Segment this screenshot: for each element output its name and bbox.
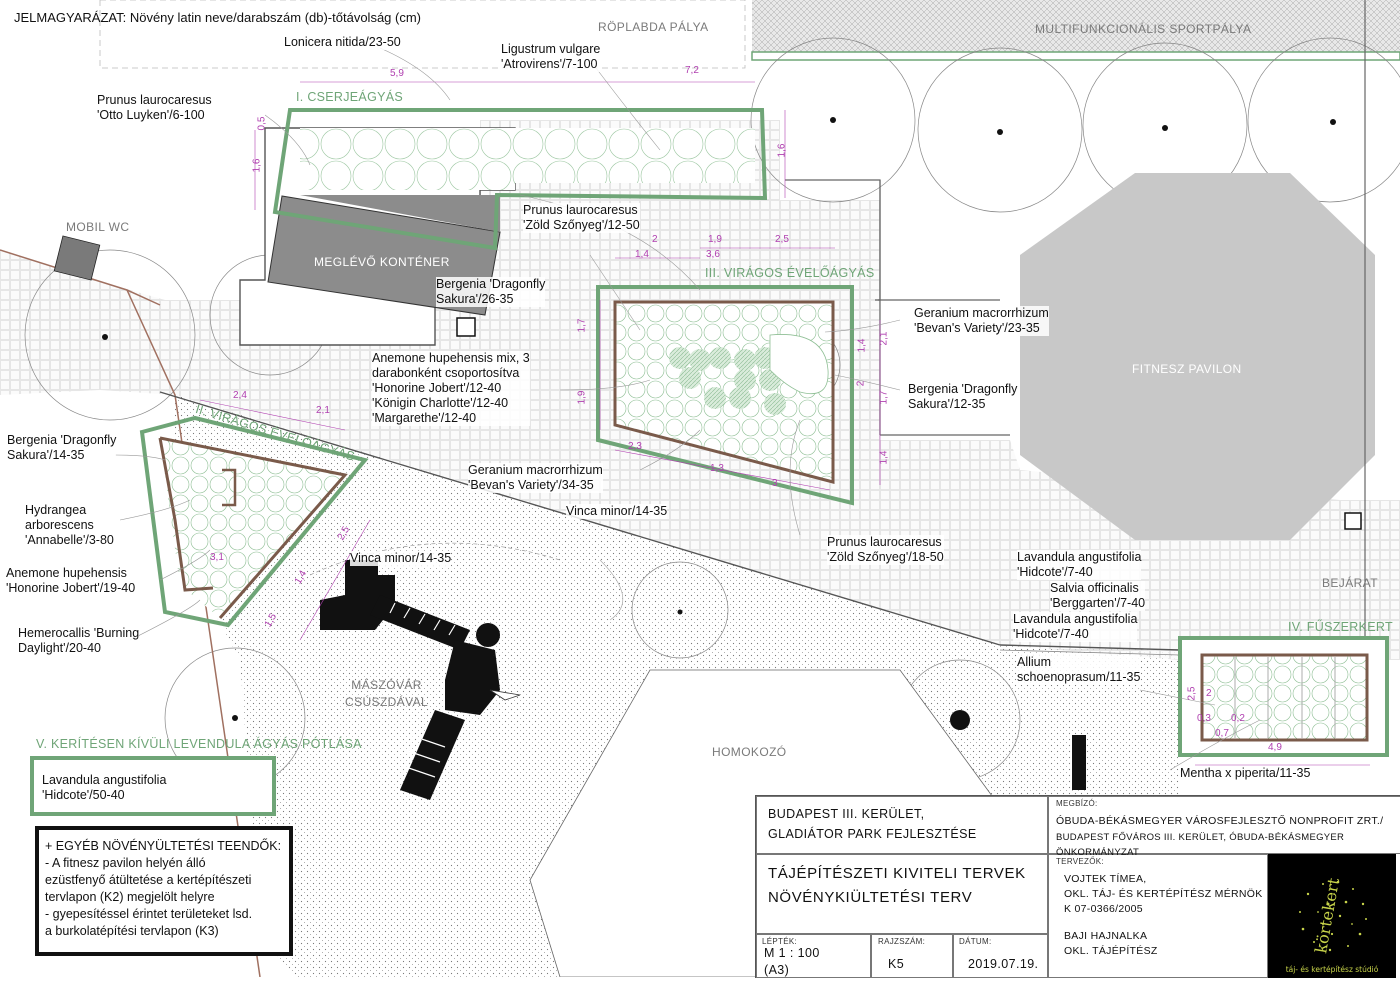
plant-label-anemone-19: Anemone hupehensis 'Honorine Jobert'/19-…	[6, 566, 136, 596]
dim: 1,9	[576, 390, 588, 405]
dim: 1,7	[576, 318, 588, 333]
volleyball-court	[99, 0, 746, 69]
plant-label-bergenia-26: Bergenia 'Dragonfly Sakura'/26-35	[436, 277, 546, 307]
dim: 3,1	[210, 552, 224, 563]
mobile-wc	[53, 235, 101, 281]
dim: 2,1	[316, 405, 330, 416]
tb-project: BUDAPEST III. KERÜLET, GLADIÁTOR PARK FE…	[768, 807, 977, 841]
tb-date-label: DÁTUM:	[959, 937, 992, 946]
plant-label-ligustrum: Ligustrum vulgare 'Atrovirens'/7-100	[501, 42, 601, 72]
plant-label-bergenia-12: Bergenia 'Dragonfly Sakura'/12-35	[908, 382, 1018, 412]
other-tasks-title: + EGYÉB NÖVÉNYÜLTETÉSI TEENDŐK:	[45, 839, 282, 853]
dim: 0,5	[256, 116, 268, 131]
dim: 4,9	[1268, 742, 1282, 753]
dim: 2,5	[1186, 686, 1198, 701]
logo-subtext: táj- és kertépítész stúdió	[1286, 965, 1379, 974]
area-volleyball: RÖPLABDA PÁLYA	[598, 20, 709, 34]
legend: JELMAGYARÁZAT: Növény latin neve/darabsz…	[14, 10, 421, 25]
plant-label-lonicera: Lonicera nitida/23-50	[284, 35, 401, 50]
bed-1-planting	[300, 128, 755, 183]
tb-scale-label: LÉPTÉK:	[762, 937, 798, 946]
plant-label-vinca-a: Vinca minor/14-35	[566, 504, 668, 519]
area-climbing: MÁSZÓVÁR CSÚSZDÁVAL	[345, 678, 429, 709]
dim: 2	[1206, 688, 1212, 699]
plant-label-lavandula-b: Lavandula angustifolia 'Hidcote'/7-40	[1013, 612, 1138, 642]
tb-designer-label: TERVEZŐK:	[1056, 857, 1104, 866]
bed-1-border	[272, 108, 768, 251]
plant-label-hydrangea: Hydrangea arborescens 'Annabelle'/3-80	[25, 503, 114, 548]
dim: 0,2	[1231, 713, 1245, 724]
dim: 1,9	[708, 234, 722, 245]
tb-client-2: BUDAPEST FŐVÁROS III. KERÜLET, ÓBUDA-BÉK…	[1056, 832, 1345, 858]
dim: 3	[772, 478, 778, 489]
tb-sheet: K5	[888, 957, 905, 971]
plant-label-prunus-zold-18: Prunus laurocaresus 'Zöld Szőnyeg'/18-50	[827, 535, 944, 565]
dim: 1,4	[856, 338, 868, 353]
plant-label-lavandula-a: Lavandula angustifolia 'Hidcote'/7-40	[1017, 550, 1142, 580]
plant-label-salvia: Salvia officinalis 'Berggarten'/7-40	[1050, 581, 1146, 611]
dim: 1,7	[878, 390, 890, 405]
bed-5-title: V. KERÍTÉSEN KÍVÜLI LEVENDULA ÁGYÁS PÓTL…	[36, 737, 362, 751]
tb-sheet-label: RAJZSZÁM:	[878, 937, 926, 946]
tb-client-label: MEGBÍZÓ:	[1056, 799, 1098, 808]
dim: 1,4	[635, 249, 649, 260]
tb-date: 2019.07.19.	[968, 957, 1039, 971]
tb-scale: M 1 : 100 (A3)	[764, 946, 820, 977]
plant-label-bergenia-14: Bergenia 'Dragonfly Sakura'/14-35	[7, 433, 117, 463]
dim: 0,7	[1215, 728, 1229, 739]
sport-court-edge	[752, 0, 1400, 52]
dim: 0,3	[1197, 713, 1211, 724]
dim: 1,4	[878, 450, 890, 465]
plant-label-geranium-34: Geranium macrorrhizum 'Bevan's Variety'/…	[468, 463, 603, 493]
bed-5-box: Lavandula angustifolia 'Hidcote'/50-40	[30, 756, 276, 816]
fitness-pavilion	[1020, 173, 1375, 540]
area-entrance: BEJÁRAT	[1322, 576, 1378, 590]
dim: 2,5	[775, 234, 789, 245]
other-tasks-item-1: - A fitnesz pavilon helyén álló ezüstfen…	[45, 856, 252, 904]
dimension-lines	[199, 81, 1370, 766]
bed-2-border	[139, 415, 369, 628]
dim: 1,6	[776, 143, 788, 158]
bed-3-edge	[613, 300, 835, 484]
area-sport-court: MULTIFUNKCIONÁLIS SPORTPÁLYA	[1035, 22, 1252, 36]
area-mobile-wc: MOBIL WC	[66, 220, 130, 234]
dim: 1,6	[251, 158, 263, 173]
tb-client-1: ÓBUDA-BÉKÁSMEGYER VÁROSFEJLESZTŐ NONPROF…	[1056, 815, 1384, 827]
bed-4-title: IV. FŰSZERKERT	[1288, 620, 1393, 634]
company-logo: körtekert táj- és kertépítész stúdió	[1268, 854, 1396, 978]
dim: 2	[855, 380, 867, 387]
dim: 2,3	[628, 441, 642, 452]
bed-2-planting	[160, 438, 345, 618]
other-tasks-box: + EGYÉB NÖVÉNYÜLTETÉSI TEENDŐK: - A fitn…	[35, 826, 293, 956]
other-tasks-item-2: - gyepesítéssel érintet területeket lsd.…	[45, 907, 253, 938]
title-block: BUDAPEST III. KERÜLET, GLADIÁTOR PARK FE…	[755, 795, 1400, 978]
plant-label-hemerocallis: Hemerocallis 'Burning Daylight'/20-40	[18, 626, 140, 656]
dim: 7,2	[685, 65, 699, 76]
play-structure	[320, 560, 500, 800]
area-sandbox: HOMOKOZÓ	[712, 745, 787, 759]
dim: 5,9	[390, 68, 404, 79]
logo-text: körtekert	[1311, 876, 1343, 955]
dim: 1,3	[710, 463, 724, 474]
plant-label-geranium-23: Geranium macrorrhizum 'Bevan's Variety'/…	[914, 306, 1049, 336]
dim: 2	[652, 234, 658, 245]
area-fitness: FITNESZ PAVILON	[1132, 362, 1242, 376]
dim: 3,6	[706, 249, 720, 260]
area-container: MEGLÉVŐ KONTÉNER	[314, 255, 450, 269]
dim: 2,4	[233, 390, 247, 401]
plant-label-prunus-zold-12: Prunus laurocaresus 'Zöld Szőnyeg'/12-50	[523, 203, 640, 233]
plant-label-mentha: Mentha x piperita/11-35	[1180, 766, 1311, 781]
bed-1-title: I. CSERJEÁGYÁS	[296, 90, 404, 104]
tb-designer-2: BAJI HAJNALKA OKL. TÁJÉPÍTÉSZ	[1064, 930, 1158, 957]
bed-3-title: III. VIRÁGOS ÉVELŐÁGYÁS	[705, 266, 875, 280]
tb-plan-title: TÁJÉPÍTÉSZETI KIVITELI TERVEK NÖVÉNYKIÜL…	[768, 865, 1026, 906]
tb-designer-1: VOJTEK TÍMEA, OKL. TÁJ- ÉS KERTÉPÍTÉSZ M…	[1064, 873, 1263, 915]
plant-label-prunus-otto: Prunus laurocaresus 'Otto Luyken'/6-100	[97, 93, 212, 123]
dim: 2,1	[878, 331, 890, 346]
plant-label-vinca-b: Vinca minor/14-35	[350, 551, 452, 566]
plant-label-allium: Allium schoenoprasum/11-35	[1017, 655, 1141, 685]
plant-label-anemone-mix: Anemone hupehensis mix, 3 darabonként cs…	[372, 351, 530, 426]
plant-label-lavandula-50: Lavandula angustifolia 'Hidcote'/50-40	[42, 773, 167, 802]
